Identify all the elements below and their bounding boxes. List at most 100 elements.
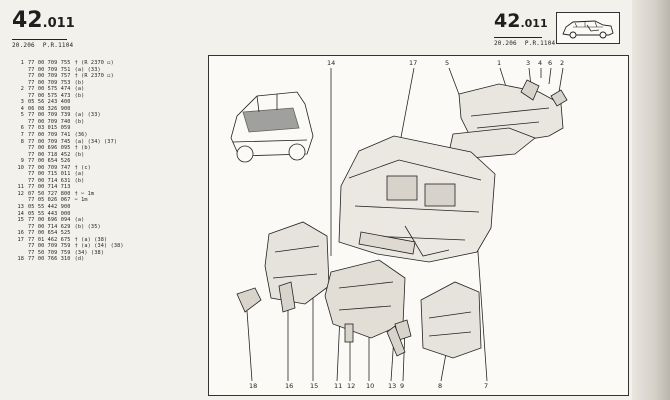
part-number: 77 00 709 751 [28, 66, 71, 73]
part-number: 77 00 696 095 [28, 145, 71, 152]
part-number: 05 55 442 900 [28, 204, 71, 211]
parts-row: 77 00 696 095† (b) [14, 145, 204, 152]
callout-label: 9 [400, 382, 405, 390]
page-number-left: 42.011 [12, 8, 75, 33]
part-note: (a) (33) [74, 112, 101, 119]
parts-row: 77 00 709 751(a) (33) [14, 67, 204, 74]
part-number: 77 00 714 629 [28, 223, 71, 230]
callout-label: 4 [538, 59, 543, 67]
part-note: (34) (38) [74, 249, 105, 256]
item-number: 4 [20, 105, 24, 112]
item-number: 17 [17, 236, 24, 243]
callout-label: 16 [285, 382, 294, 390]
part-number: 77 00 709 745 [28, 138, 71, 145]
part-number: 77 00 654 526 [28, 158, 71, 165]
callout-label: 18 [249, 382, 258, 390]
part-number: 77 00 709 753 [28, 79, 71, 86]
item-number: 10 [17, 164, 24, 171]
callout-label: 5 [445, 59, 450, 67]
part-note: † (c) [74, 164, 91, 171]
parts-row: 9 77 00 654 526 [14, 158, 204, 165]
exploded-view-drawing [230, 67, 568, 382]
part-note: † ✂ 1m [74, 190, 95, 197]
car-overview-sketch [230, 91, 314, 163]
header-rule [12, 39, 67, 40]
part-number: 77 00 575 473 [28, 92, 71, 99]
part-note: (a) [74, 171, 85, 178]
parts-row: 11 77 00 714 713 [14, 184, 204, 191]
part-note: (a) (34) (37) [74, 138, 118, 145]
book-spine [632, 0, 670, 400]
part-number: 77 00 575 474 [28, 86, 71, 93]
part-number: 77 00 709 739 [28, 112, 71, 119]
callout-label: 13 [388, 382, 397, 390]
part-note: (a) [74, 86, 85, 93]
item-number: 2 [20, 86, 24, 93]
car-thumbnail-icon [556, 12, 620, 44]
callout-label: 3 [526, 59, 531, 67]
parts-row: 77 00 714 631(b) [14, 178, 204, 185]
part-number: 77 00 709 747 [28, 164, 71, 171]
page-number-right: 42.011 [494, 10, 548, 32]
parts-row: 4 06 08 326 900 [14, 106, 204, 113]
part-note: (b) [74, 177, 85, 184]
item-number: 9 [20, 158, 24, 165]
part-number: 06 08 326 900 [28, 105, 71, 112]
callout-label: 11 [334, 382, 343, 390]
callout-label: 2 [560, 59, 565, 67]
front-bulkhead-panel [448, 83, 564, 159]
part-note: † (a) (38) [74, 236, 108, 243]
part-number: 05 56 243 400 [28, 99, 71, 106]
callout-label: 14 [327, 59, 336, 67]
part-note: † (b) [74, 145, 91, 152]
part-number: 07 50 727 800 [28, 190, 71, 197]
part-note: (b) [74, 79, 85, 86]
part-number: 77 00 715 011 [28, 171, 71, 178]
item-number: 11 [17, 184, 24, 191]
part-number: 05 55 443 000 [28, 210, 71, 217]
parts-row: 77 00 718 452(b) [14, 152, 204, 159]
part-note: (b) [74, 92, 85, 99]
parts-row: 77 05 026 067✂ 1m [14, 197, 204, 204]
item-number: 16 [17, 230, 24, 237]
center-tunnel [358, 231, 416, 255]
callout-label: 6 [548, 59, 553, 67]
callout-label: 10 [366, 382, 375, 390]
callout-label: 15 [310, 382, 319, 390]
parts-row: 16 77 00 654 525 [14, 230, 204, 237]
part-number: 77 01 462 675 [28, 236, 71, 243]
item-number: 1 [20, 60, 24, 66]
part-number: 77 00 654 525 [28, 230, 71, 237]
part-note: † (a) (34) (38) [74, 243, 124, 250]
small-brackets [236, 79, 568, 357]
parts-row: 77 00 714 629(b) (35) [14, 224, 204, 231]
part-note: † (R 2370 ◻) [74, 60, 114, 66]
parts-row: 8 77 00 709 745(a) (34) (37) [14, 139, 204, 146]
part-note: † (R 2370 ◻) [74, 73, 114, 80]
item-number: 8 [20, 138, 24, 145]
callout-label: 7 [484, 382, 489, 390]
part-number: 77 00 714 713 [28, 184, 71, 191]
part-number: 77 50 709 759 [28, 249, 71, 256]
item-number: 15 [17, 217, 24, 224]
parts-row: 77 00 709 753(b) [14, 80, 204, 87]
parts-row: 77 00 709 759† (a) (34) (38) [14, 243, 204, 250]
part-note: (a) [74, 217, 85, 224]
part-number: 77 00 709 757 [28, 73, 71, 80]
item-number: 6 [20, 125, 24, 132]
part-number: 77 05 026 067 [28, 197, 71, 204]
main-floor-pan [338, 135, 496, 263]
part-number: 77 00 709 740 [28, 118, 71, 125]
